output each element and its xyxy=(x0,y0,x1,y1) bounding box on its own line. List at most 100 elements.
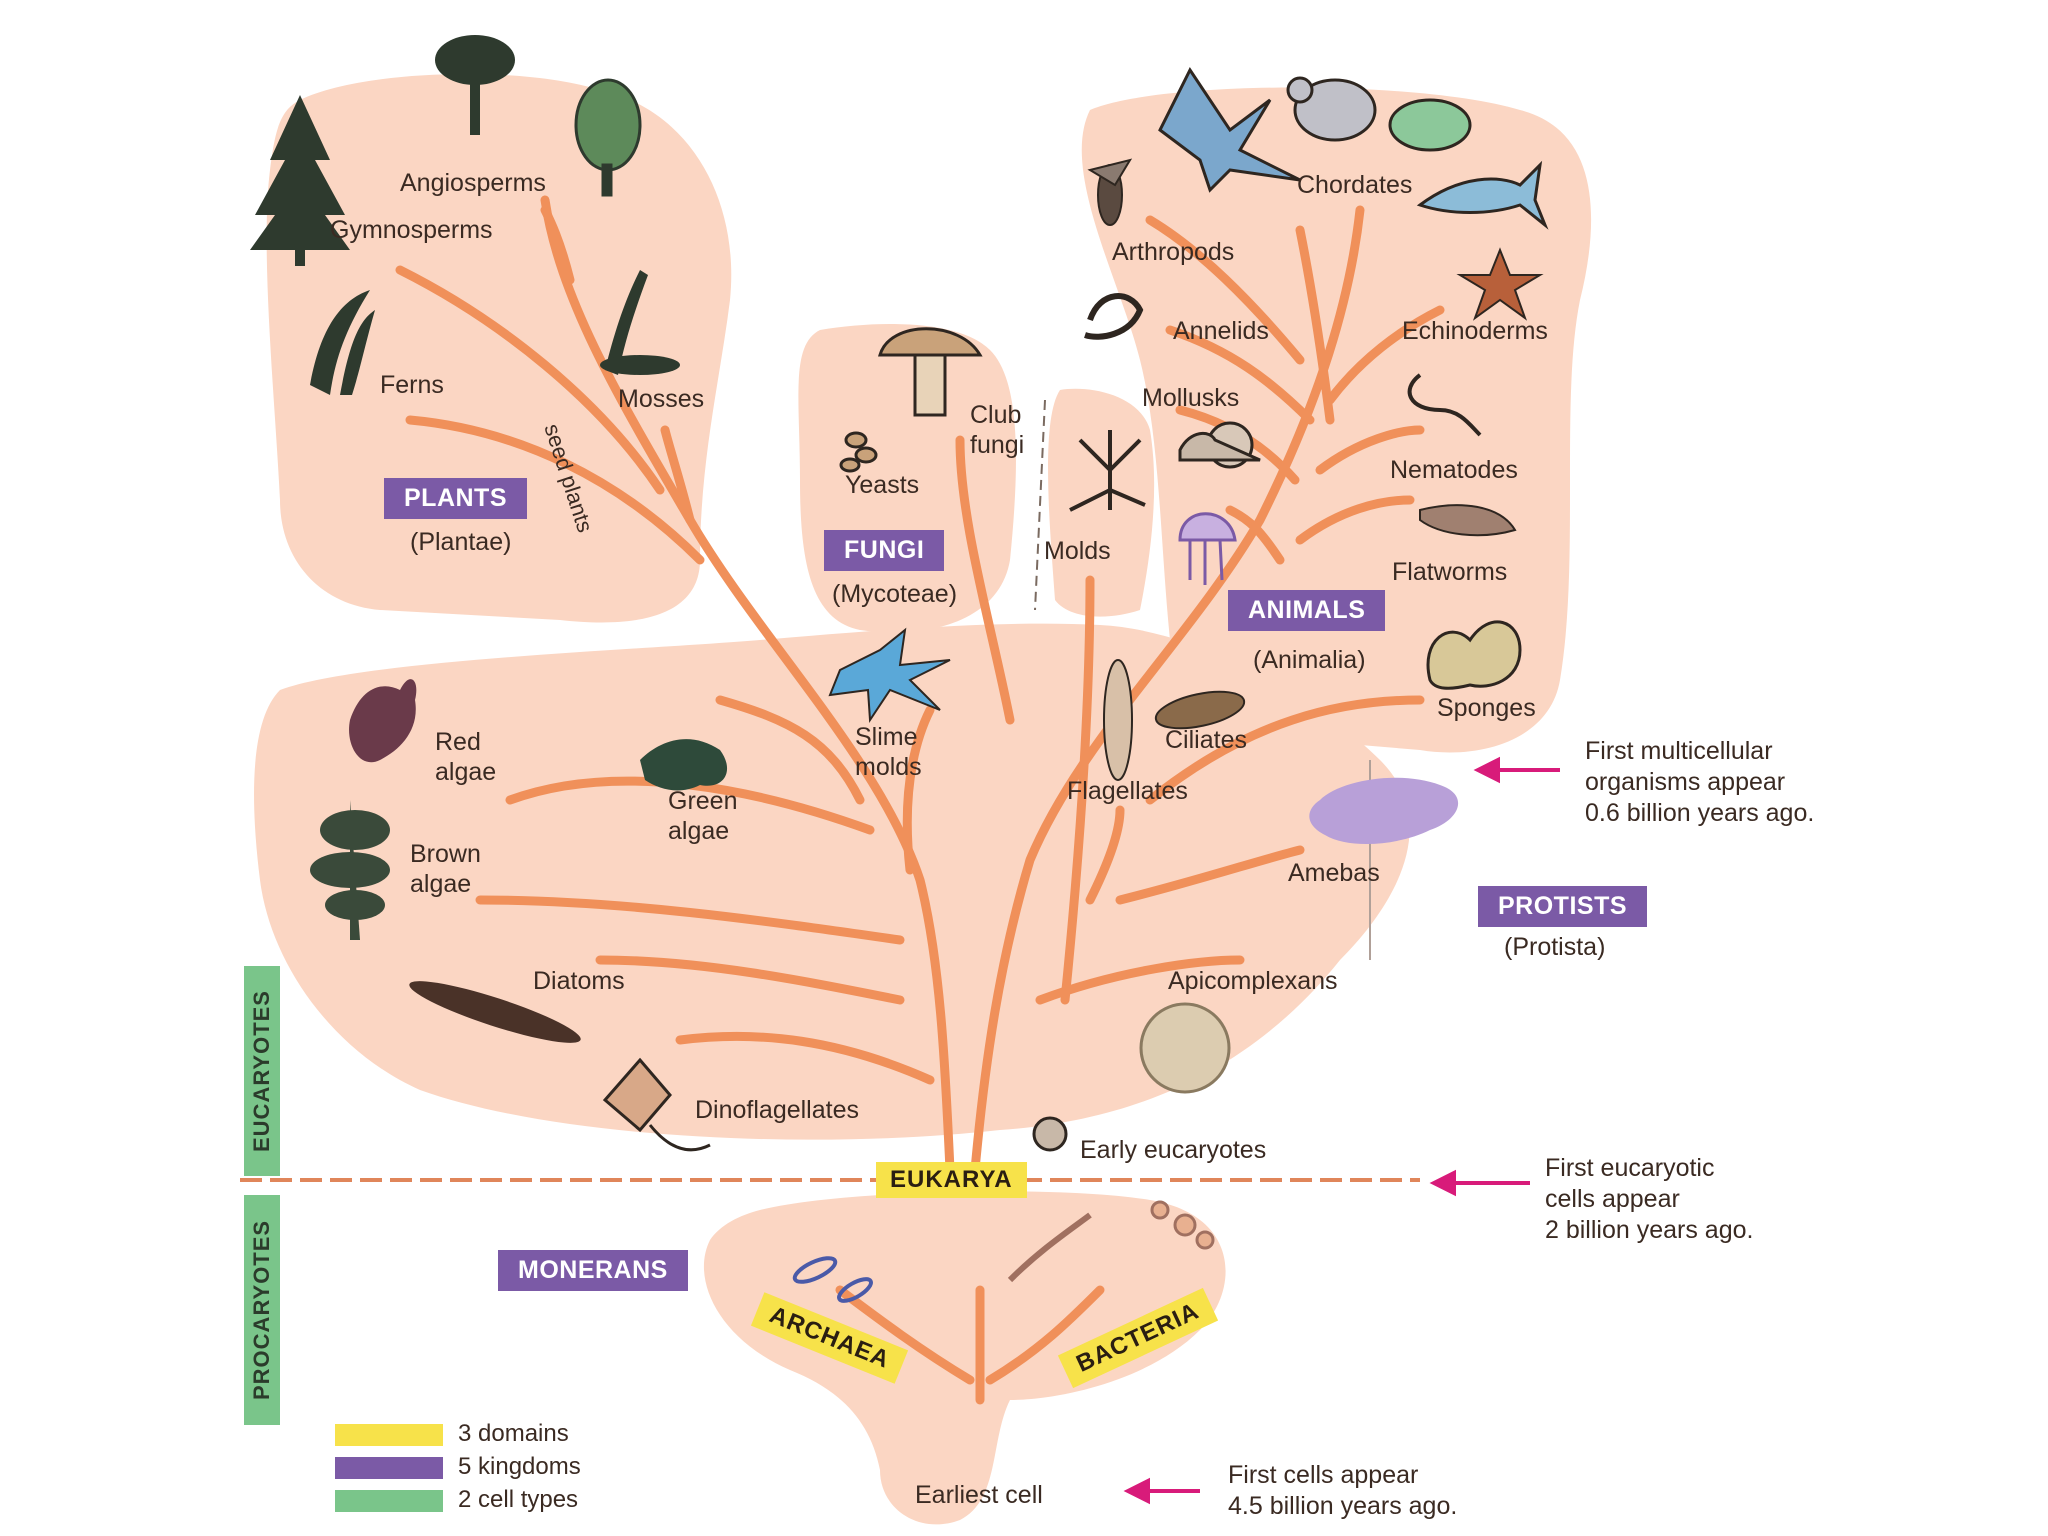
branch-sponges xyxy=(1145,695,1425,805)
branch-dinoflagellates xyxy=(675,1031,935,1085)
label-early-eucaryotes: Early eucaryotes xyxy=(1080,1136,1267,1164)
branch-mosses xyxy=(660,425,695,525)
label-molds: Molds xyxy=(1044,537,1111,565)
kingdom-monerans: MONERANS xyxy=(498,1250,688,1291)
label-slime-molds: Slime molds xyxy=(855,723,922,781)
apicomplexan-icon xyxy=(1139,1002,1231,1094)
kingdom-plants: PLANTS xyxy=(384,478,527,519)
kingdom-plants-latin: (Plantae) xyxy=(410,528,512,556)
pine-tree-icon xyxy=(250,95,350,266)
flatworm-icon xyxy=(1419,504,1517,537)
label-arthropods: Arthropods xyxy=(1112,238,1235,266)
domain-eukarya: EUKARYA xyxy=(876,1162,1027,1198)
branch-slime-molds xyxy=(902,705,935,875)
branch-chordates xyxy=(1295,225,1335,425)
note-eucaryotic: First eucaryotic cells appear 2 billion … xyxy=(1545,1154,1754,1244)
label-mollusks: Mollusks xyxy=(1142,384,1240,412)
branch-diatoms xyxy=(595,955,905,1005)
branch-arthropods xyxy=(1145,215,1305,365)
label-club-fungi: Club fungi xyxy=(970,401,1025,459)
early-eucaryote-icon xyxy=(1032,1116,1068,1152)
bacteria-icon xyxy=(1007,1200,1215,1283)
label-diatoms: Diatoms xyxy=(533,967,625,995)
bird-icon xyxy=(1158,67,1301,193)
flagellate-icon xyxy=(1103,659,1133,781)
branch-flagellates xyxy=(1085,805,1125,905)
slime-mold-icon xyxy=(828,627,951,724)
trunk-left xyxy=(540,195,955,1175)
animals-region xyxy=(1081,87,1592,753)
legend-label-domains: 3 domains xyxy=(458,1420,569,1447)
legend-swatch-domains xyxy=(335,1424,443,1446)
snail-icon xyxy=(1178,421,1261,469)
branch-apicomplexans xyxy=(1035,955,1245,1005)
yeast-icon xyxy=(839,431,878,473)
jellyfish-icon xyxy=(1178,512,1237,585)
worm-icon xyxy=(1084,293,1144,340)
label-echinoderms: Echinoderms xyxy=(1402,317,1548,345)
tree-branches xyxy=(395,195,1445,1405)
mushroom-icon xyxy=(878,327,983,417)
fungi-molds-divider xyxy=(1034,399,1046,611)
branch-gymnosperms xyxy=(395,265,665,495)
palm-tree-icon xyxy=(435,35,515,135)
mouse-icon xyxy=(1286,76,1377,142)
note-first-cells: First cells appear 4.5 billion years ago… xyxy=(1228,1461,1458,1520)
kingdom-animals-latin: (Animalia) xyxy=(1253,646,1366,674)
branch-molds xyxy=(1060,575,1095,1005)
red-algae-icon xyxy=(349,679,417,763)
branch-nematodes xyxy=(1315,425,1425,475)
label-red-algae: Red algae xyxy=(435,728,497,786)
insect-icon xyxy=(1087,158,1133,226)
label-angiosperms: Angiosperms xyxy=(400,169,546,197)
kingdom-fungi: FUNGI xyxy=(824,530,945,571)
moss-icon xyxy=(600,270,680,375)
molds-region xyxy=(1048,388,1155,617)
fern-icon xyxy=(310,290,375,395)
label-brown-algae: Brown algae xyxy=(410,840,481,898)
label-flatworms: Flatworms xyxy=(1392,558,1508,586)
label-gymnosperms: Gymnosperms xyxy=(330,216,493,244)
branch-fungi xyxy=(955,435,1015,725)
branch-annelids xyxy=(1165,325,1315,425)
kingdom-protists: PROTISTS xyxy=(1478,886,1648,927)
label-mosses: Mosses xyxy=(618,385,705,413)
deciduous-tree-icon xyxy=(574,78,642,197)
kingdom-protists-latin: (Protista) xyxy=(1504,933,1606,961)
nematode-icon xyxy=(1407,373,1482,437)
note-multicellular: First multicellular organisms appear 0.6… xyxy=(1585,737,1815,827)
label-ferns: Ferns xyxy=(380,371,444,399)
label-nematodes: Nematodes xyxy=(1390,456,1518,484)
legend-swatch-cell-types xyxy=(335,1490,443,1512)
dinoflagellate-icon xyxy=(602,1057,711,1152)
frog-icon xyxy=(1388,98,1472,152)
archaea-icon xyxy=(792,1256,873,1303)
legend-label-kingdoms: 5 kingdoms xyxy=(458,1453,581,1480)
branch-flatworms xyxy=(1295,495,1415,545)
monerans-region xyxy=(703,1191,1226,1525)
ciliate-icon xyxy=(1154,690,1246,730)
diatom-icon xyxy=(409,981,581,1043)
branch-green-algae xyxy=(715,695,865,805)
label-flagellates: Flagellates xyxy=(1067,777,1188,805)
label-amoebas: Amebas xyxy=(1288,859,1380,887)
fish-icon xyxy=(1416,160,1549,230)
branch-amoebas xyxy=(1115,845,1305,905)
branch-bacteria xyxy=(985,1285,1105,1385)
brown-algae-icon xyxy=(310,800,390,940)
amoeba-icon xyxy=(1309,777,1459,845)
label-ciliates: Ciliates xyxy=(1165,726,1247,754)
legend-swatch-kingdoms xyxy=(335,1457,443,1479)
label-earliest-cell: Earliest cell xyxy=(915,1481,1043,1509)
label-annelids: Annelids xyxy=(1173,317,1269,345)
celltype-eucaryotes: EUCARYOTES xyxy=(244,966,280,1176)
label-chordates: Chordates xyxy=(1297,171,1413,199)
branch-ferns xyxy=(405,415,705,565)
branch-angiosperms xyxy=(540,205,575,285)
starfish-icon xyxy=(1456,247,1544,321)
kingdom-animals: ANIMALS xyxy=(1228,590,1386,631)
trunk-right xyxy=(970,205,1365,1175)
timeline-arrows xyxy=(1123,756,1560,1505)
branch-brown-algae xyxy=(475,895,905,945)
